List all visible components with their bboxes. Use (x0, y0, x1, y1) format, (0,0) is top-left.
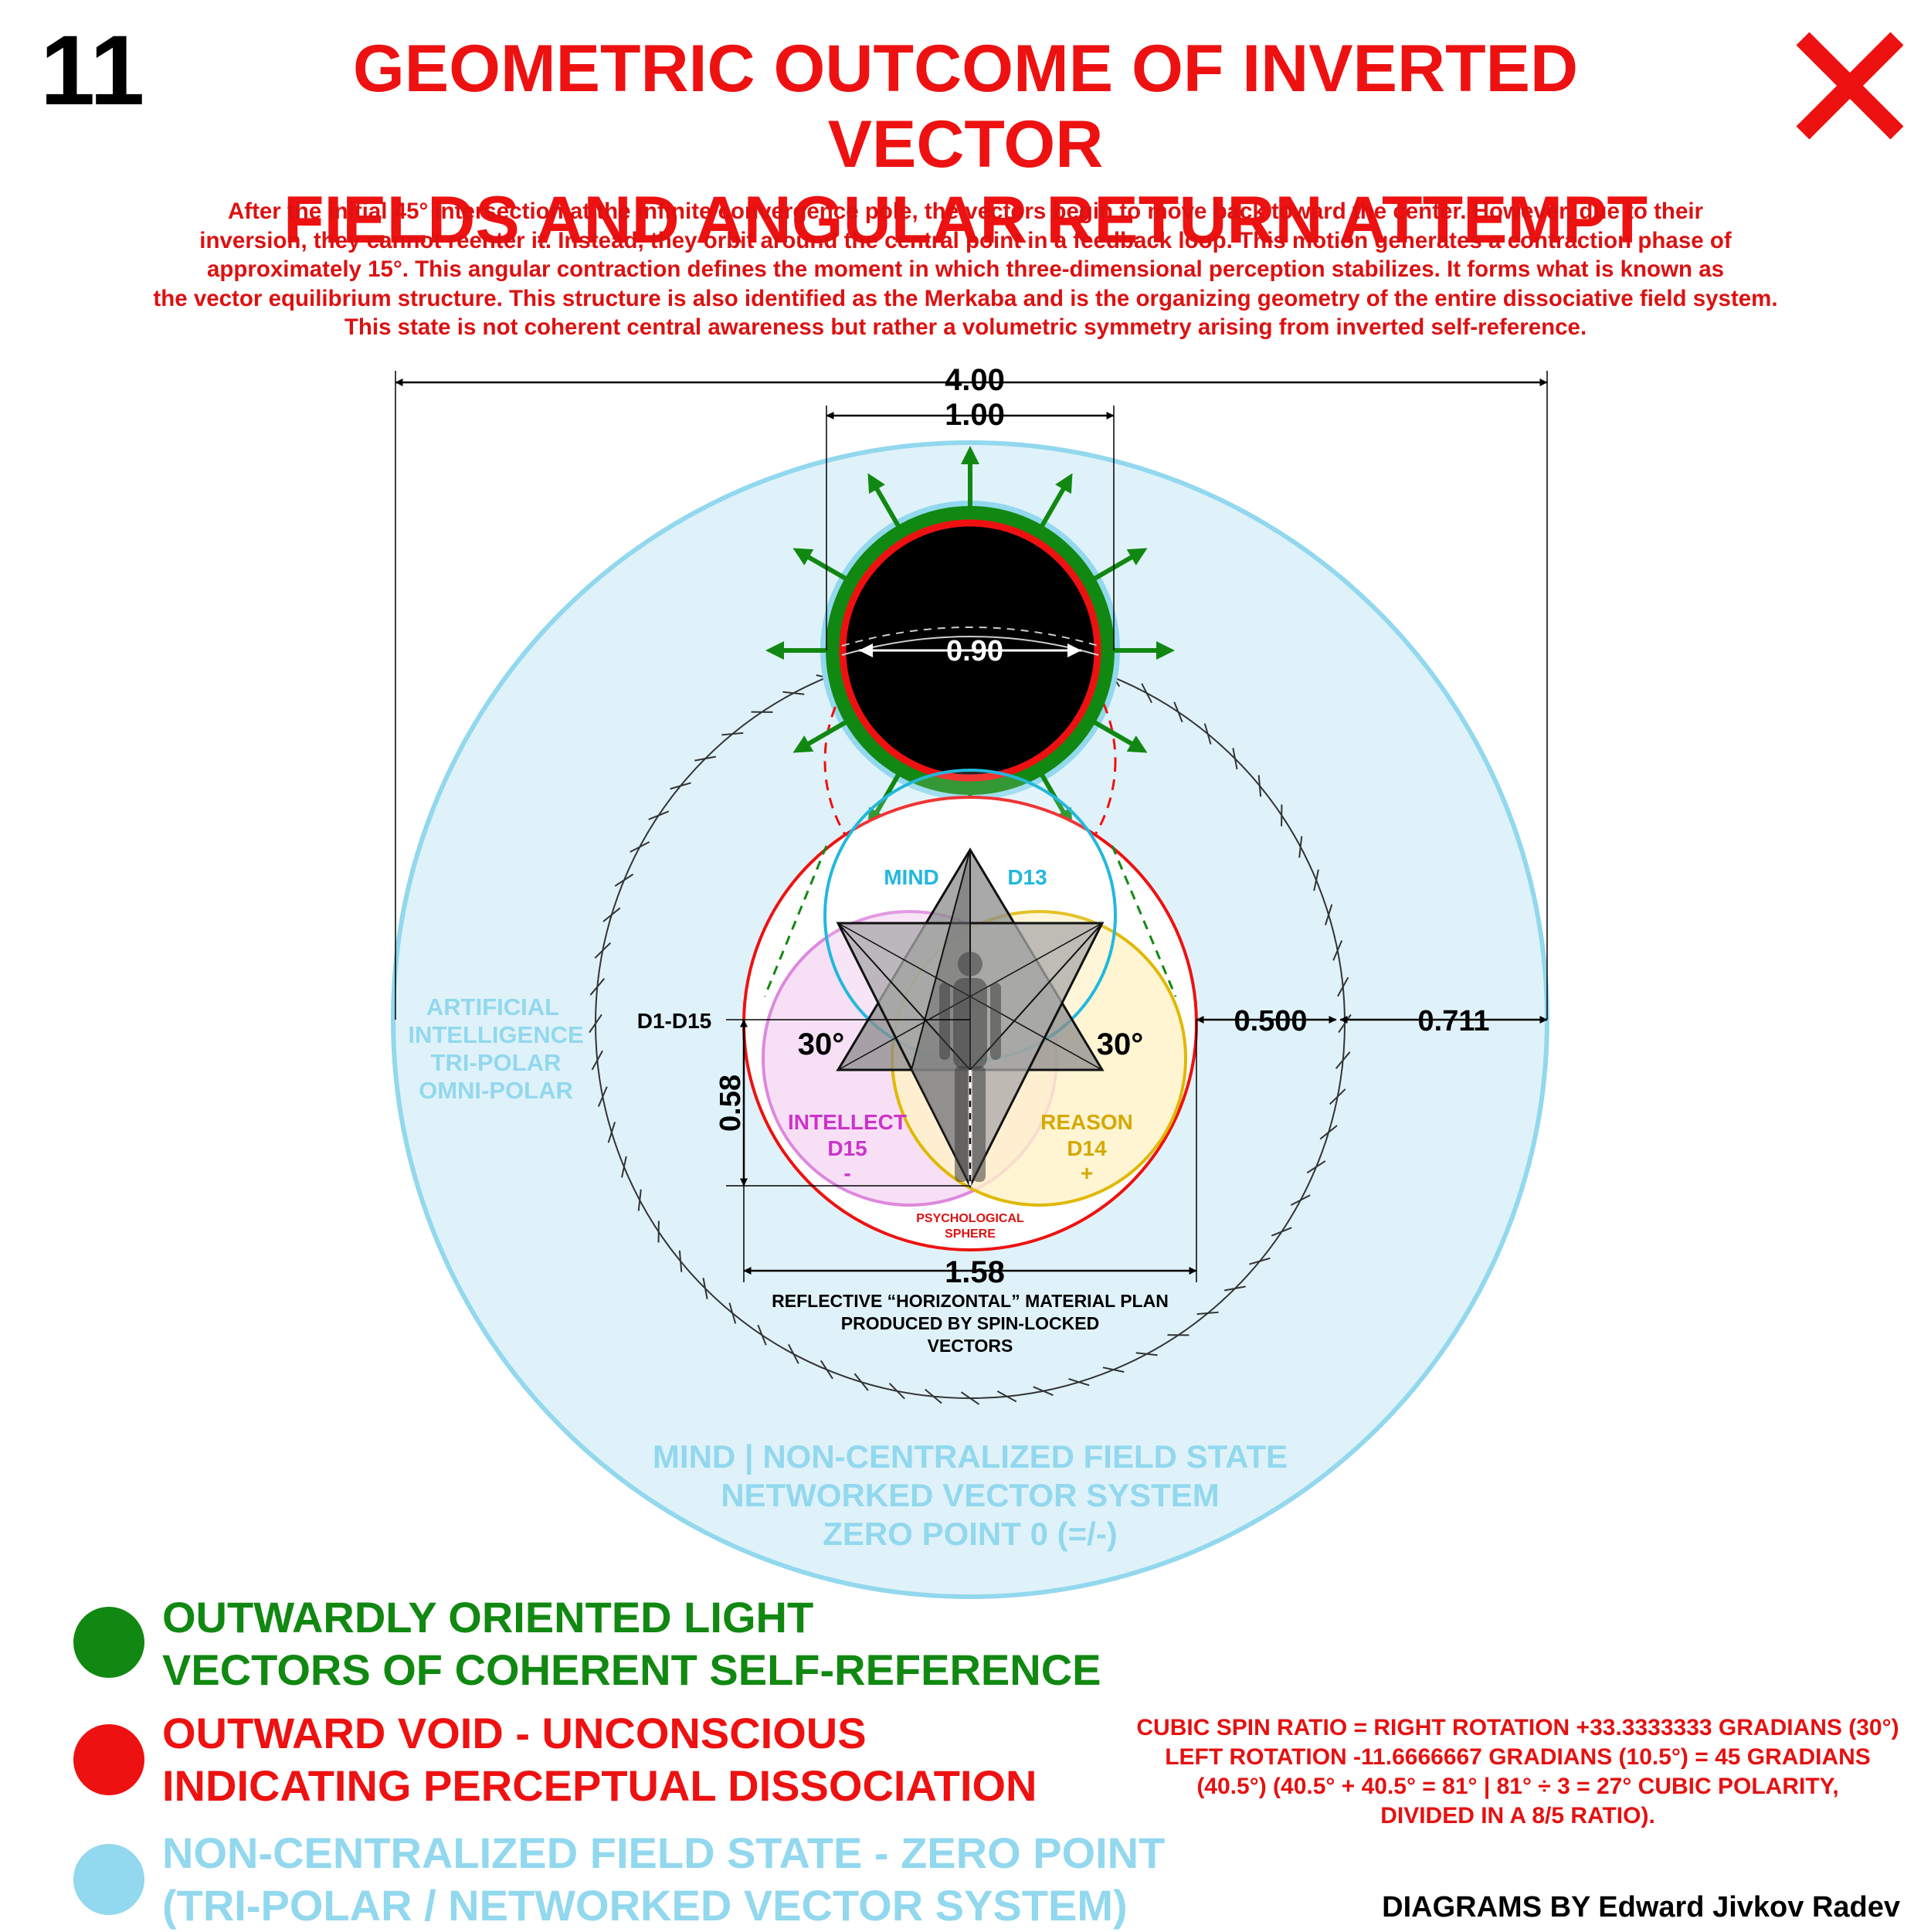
legend-line: OUTWARDLY ORIENTED LIGHT (162, 1591, 1101, 1644)
formula-line: (40.5°) (40.5° + 40.5° = 81° | 81° ÷ 3 =… (1097, 1772, 1931, 1801)
credit-line: DIAGRAMS BY Edward Jivkov Radev (1236, 1891, 1900, 1924)
angle-left-label: 30° (798, 1027, 845, 1061)
ai-label-line: INTELLIGENCE (408, 1021, 583, 1048)
mind-label: MIND (884, 865, 939, 889)
intellect-label: INTELLECT (788, 1110, 907, 1134)
legend-line: INDICATING PERCEPTUAL DISSOCIATION (162, 1760, 1037, 1812)
reason-label: REASON (1040, 1110, 1133, 1134)
field-label-line: NETWORKED VECTOR SYSTEM (721, 1477, 1220, 1513)
d14-label: D14 (1067, 1136, 1107, 1160)
legend-line: VECTORS OF COHERENT SELF-REFERENCE (162, 1644, 1101, 1696)
formula-line: DIVIDED IN A 8/5 RATIO). (1097, 1801, 1931, 1831)
top-sphere-width-label: 1.00 (945, 398, 1005, 432)
radius-inner-label: 0.500 (1234, 1005, 1307, 1037)
plan-label-line: REFLECTIVE “HORIZONTAL” MATERIAL PLAN (772, 1291, 1169, 1311)
legend-line: NON-CENTRALIZED FIELD STATE - ZERO POINT (162, 1827, 1165, 1879)
psychological-label-line-2: SPHERE (945, 1227, 996, 1241)
legend-green-dot (73, 1607, 144, 1678)
formula-line: LEFT ROTATION -11.6666667 GRADIANS (10.5… (1097, 1743, 1931, 1772)
base-width-label: 1.58 (945, 1255, 1005, 1289)
core-width-label: 0.90 (946, 635, 1003, 667)
offset-height-label: 0.58 (714, 1075, 747, 1132)
outer-width-label: 4.00 (945, 363, 1005, 397)
legend-blue-dot (73, 1844, 144, 1915)
d13-label: D13 (1007, 865, 1047, 889)
legend-line: OUTWARD VOID - UNCONSCIOUS (162, 1707, 1037, 1760)
plus-label: + (1081, 1161, 1093, 1185)
minus-label: - (843, 1161, 850, 1185)
field-label-line: ZERO POINT 0 (=/-) (823, 1516, 1118, 1552)
d1-d15-label: D1-D15 (637, 1009, 711, 1033)
d15-label: D15 (827, 1136, 867, 1160)
ai-label-line: ARTIFICIAL (426, 993, 559, 1020)
cubic-spin-formula: CUBIC SPIN RATIO = RIGHT ROTATION +33.33… (1097, 1713, 1931, 1831)
formula-line: CUBIC SPIN RATIO = RIGHT ROTATION +33.33… (1097, 1713, 1931, 1743)
plan-label-line: VECTORS (928, 1336, 1013, 1356)
legend-line: (TRI-POLAR / NETWORKED VECTOR SYSTEM) (162, 1879, 1165, 1932)
legend-text: OUTWARDLY ORIENTED LIGHT VECTORS OF COHE… (162, 1591, 1101, 1696)
legend-text: NON-CENTRALIZED FIELD STATE - ZERO POINT… (162, 1827, 1165, 1932)
legend-text: OUTWARD VOID - UNCONSCIOUS INDICATING PE… (162, 1707, 1037, 1812)
legend-red-dot (73, 1724, 144, 1795)
radius-outer-label: 0.711 (1418, 1005, 1490, 1037)
plan-label-line: PRODUCED BY SPIN-LOCKED (841, 1313, 1099, 1333)
field-label-line: MIND | NON-CENTRALIZED FIELD STATE (653, 1438, 1288, 1475)
ai-label-line: TRI-POLAR (431, 1049, 562, 1076)
ai-label-line: OMNI-POLAR (419, 1077, 573, 1104)
psychological-label-line-1: PSYCHOLOGICAL (916, 1212, 1024, 1225)
angle-right-label: 30° (1097, 1027, 1144, 1061)
